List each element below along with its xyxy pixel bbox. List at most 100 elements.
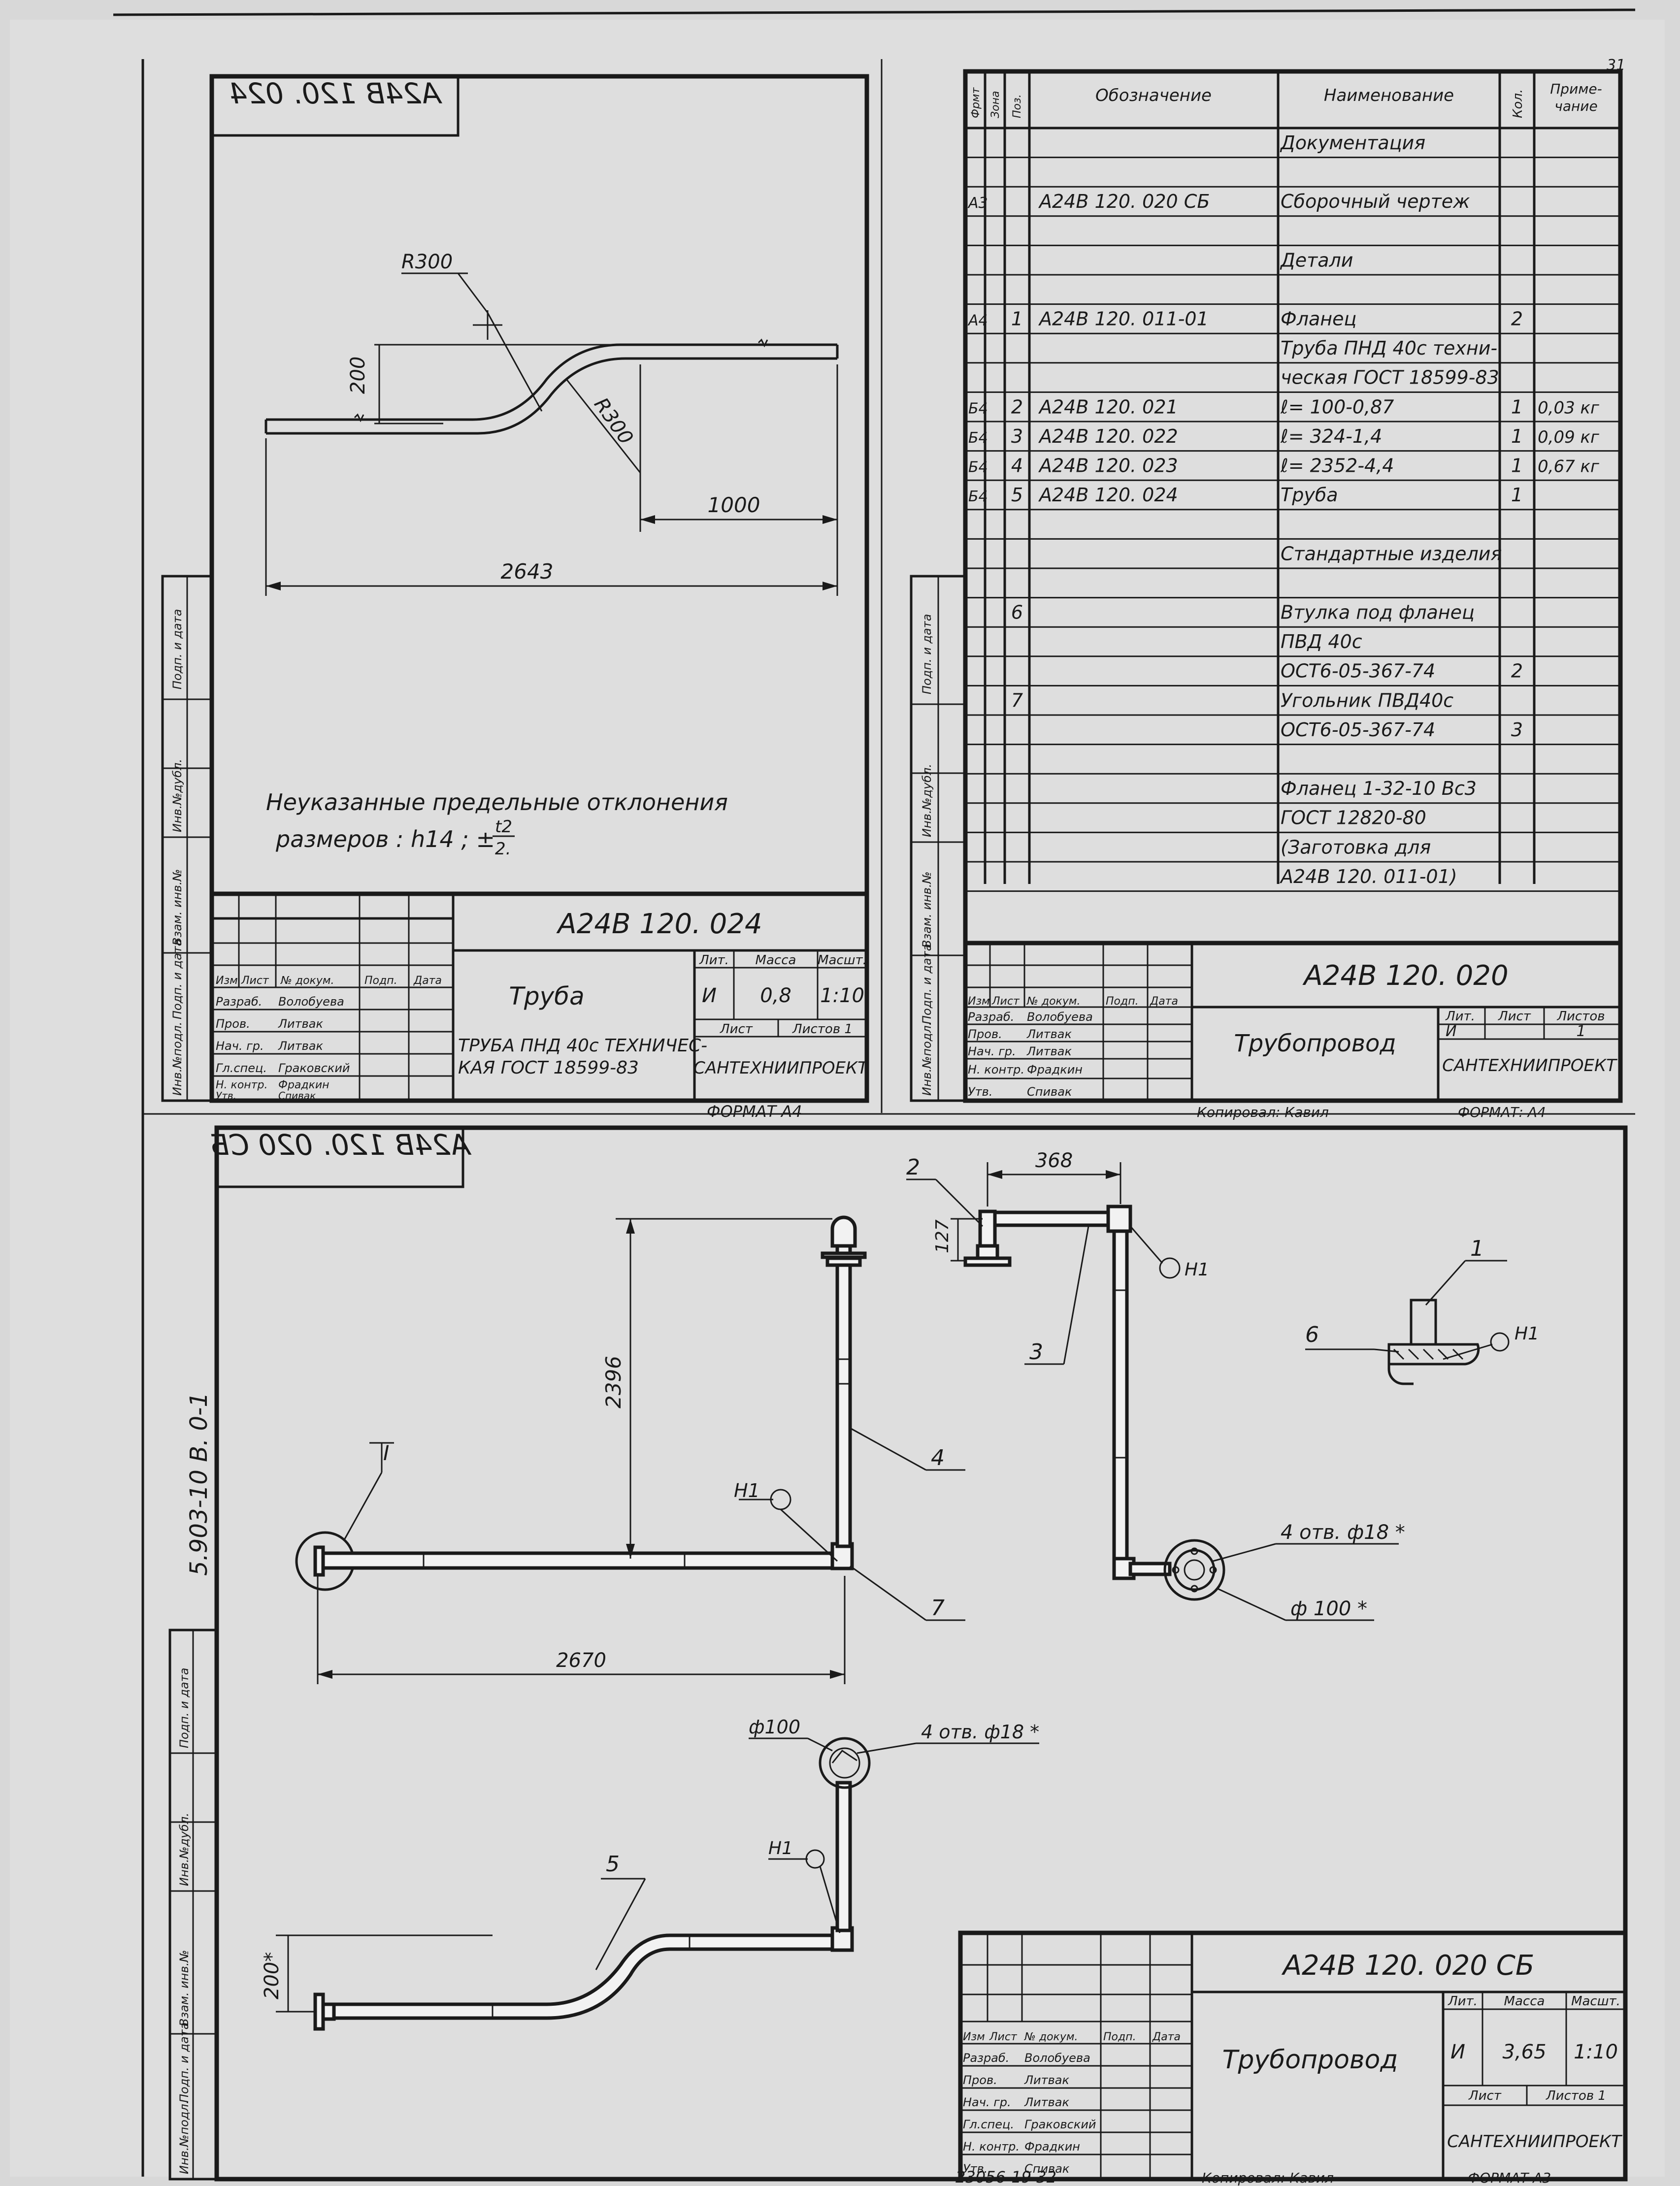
spec-cell-pos: 2 — [1011, 396, 1023, 418]
spec-cell-name: Труба — [1281, 484, 1338, 506]
role: Н. контр. — [216, 1079, 267, 1091]
overall-label: 2643 — [501, 559, 554, 584]
role: Утв. — [968, 1085, 992, 1099]
title-024-code: А24В 120. 024 — [556, 908, 762, 940]
title-020-name: Трубопровод — [1234, 1030, 1396, 1057]
col-hdr: Изм — [968, 995, 990, 1008]
mirrored-code-024: А24В 120. 024 — [229, 77, 443, 110]
spec-cell-name: (Заготовка для — [1281, 836, 1431, 858]
role: Гл.спец. — [963, 2118, 1014, 2131]
person-name: Фрадкин — [1024, 2140, 1080, 2153]
spec-cell-desig: А24В 120. 022 — [1038, 425, 1178, 447]
title-024-lit-hdr: Лит. — [699, 953, 729, 968]
col-hdr: Дата — [1152, 2031, 1181, 2043]
offset-label: 200 — [347, 357, 369, 394]
margin-label: Инв.№подл. — [170, 1022, 184, 1096]
format-a3-label: ФОРМАТ А3 — [1468, 2170, 1551, 2186]
dia-a-label: ф 100 * — [1290, 1598, 1367, 1620]
title-020sb-lit-hdr: Лит. — [1448, 1994, 1478, 2009]
col-hdr: Лист — [989, 2031, 1018, 2043]
holes-a-label: 4 отв. ф18 * — [1281, 1521, 1405, 1544]
radius-top-label: R300 — [401, 251, 453, 273]
h1-label-detail: Н1 — [1515, 1324, 1539, 1344]
person-name: Литвак — [1024, 2073, 1069, 2087]
dim-200: 200* — [261, 1952, 283, 1999]
spec-cell-fmt: Б4 — [968, 488, 988, 505]
title-020-sheets-hdr: Листов — [1556, 1009, 1605, 1024]
spec-cell-desig: А24В 120. 020 СБ — [1038, 191, 1210, 212]
margin-label: Инв.№подл. — [920, 1022, 934, 1096]
spec-cell-desig: А24В 120. 024 — [1038, 484, 1178, 506]
spec-cell-name: Фланец — [1281, 308, 1356, 330]
title-024-mass-hdr: Масса — [756, 953, 796, 968]
margin-label: Подп. и дата — [177, 1668, 191, 1749]
person-name: Граковский — [278, 1061, 350, 1075]
spec-cell-name: Труба ПНД 40с техни- — [1281, 337, 1497, 359]
spec-cell-name: ОСТ6-05-367-74 — [1281, 719, 1435, 741]
bottom-stamp: 23056-19 32 — [955, 2168, 1056, 2186]
margin-label: Взам. инв.№ — [177, 1950, 191, 2026]
role: Утв. — [963, 2162, 988, 2176]
person-name: Волобуева — [1024, 2051, 1090, 2065]
spec-hdr-name: Наименование — [1324, 86, 1454, 105]
margin-label: Взам. инв.№ — [920, 872, 934, 948]
person-name: Граковский — [1024, 2118, 1096, 2131]
spec-cell-qty: 1 — [1511, 484, 1523, 506]
spec-cell-name: ℓ= 324-1,4 — [1280, 425, 1382, 447]
person-name: Литвак — [278, 1017, 323, 1031]
sheet-number: 31 — [1607, 57, 1625, 74]
spec-cell-name: Стандартные изделия — [1281, 543, 1502, 564]
spec-cell-name: Документация — [1280, 132, 1425, 154]
col-hdr: № докум. — [280, 975, 334, 987]
spec-cell-name: Фланец 1-32-10 Вс3 — [1281, 778, 1477, 799]
offset-dim: 200 — [347, 344, 616, 424]
role: Разраб. — [968, 1010, 1014, 1024]
title-024-mass: 0,8 — [760, 984, 791, 1007]
col-hdr: Подп. — [364, 975, 397, 987]
role: Утв. — [216, 1090, 236, 1102]
copied-by-a4: Копировал: Кавил — [1197, 1104, 1329, 1120]
radius-top-dim: R300 — [401, 251, 543, 412]
role: Нач. гр. — [968, 1044, 1016, 1058]
col-hdr: Подп. — [1103, 2031, 1136, 2043]
spec-cell-note: 0,09 кг — [1538, 427, 1600, 447]
title-024-name: Труба — [509, 982, 584, 1011]
spec-cell-name: ПВД 40с — [1281, 631, 1362, 653]
spec-cell-pos: 6 — [1011, 602, 1023, 623]
margin-strip-spec: Инв.№подл. Подп. и дата Взам. инв.№ Инв.… — [910, 575, 967, 1102]
col-hdr: № докум. — [1026, 995, 1080, 1008]
person-name: Литвак — [1026, 1044, 1072, 1058]
title-020-code: А24В 120. 020 — [1302, 960, 1508, 992]
dia-b-label: ф100 — [749, 1716, 800, 1738]
title-020sb-sheets-hdr: Листов 1 — [1546, 2088, 1606, 2103]
person-name: Спивак — [278, 1090, 316, 1102]
spec-cell-name: ℓ= 2352-4,4 — [1280, 455, 1394, 477]
person-name: Литвак — [1026, 1027, 1072, 1041]
spec-cell-name: ℓ= 100-0,87 — [1280, 396, 1394, 418]
margin-label: Инв.№подл. — [177, 2100, 191, 2174]
spec-cell-name: Детали — [1280, 249, 1353, 271]
col-hdr: Дата — [1150, 995, 1178, 1008]
margin-label: Инв.№дубл. — [920, 764, 934, 837]
spec-cell-pos: 3 — [1011, 425, 1023, 447]
title-020-people: Изм Лист № докум. Подп. Дата Разраб. Вол… — [968, 995, 1178, 1099]
spec-cell-qty: 2 — [1511, 308, 1523, 330]
title-020sb-lit: И — [1450, 2041, 1465, 2063]
dim-2396: 2396 — [601, 1356, 626, 1408]
title-020sb-org: САНТЕХНИИПРОЕКТ — [1447, 2132, 1622, 2152]
format-a4-b-label: ФОРМАТ: А4 — [1458, 1104, 1546, 1120]
overall-dim: 2643 — [265, 364, 838, 596]
margin-label: Подп. и дата — [920, 614, 934, 695]
margin-label: Инв.№дубл. — [170, 759, 184, 832]
sheet-frame — [113, 8, 1636, 2177]
col-hdr: Изм — [963, 2031, 985, 2043]
h1-label-top: Н1 — [1185, 1260, 1209, 1280]
spec-cell-qty: 1 — [1511, 396, 1523, 418]
margin-label: Подп. и дата — [170, 939, 184, 1020]
title-020sb-mass: 3,65 — [1502, 2041, 1546, 2063]
spec-cell-name: Угольник ПВД40с — [1281, 689, 1453, 711]
role: Разраб. — [216, 995, 262, 1009]
margin-strip-top: Инв.№подл. Подп. и дата Взам. инв.№ Инв.… — [161, 575, 213, 1102]
pipe-view-offset: 200* 5 Н1 ф100 4 отв. ф18 * — [261, 1716, 1039, 2031]
detail-I-label: I — [383, 1441, 389, 1465]
